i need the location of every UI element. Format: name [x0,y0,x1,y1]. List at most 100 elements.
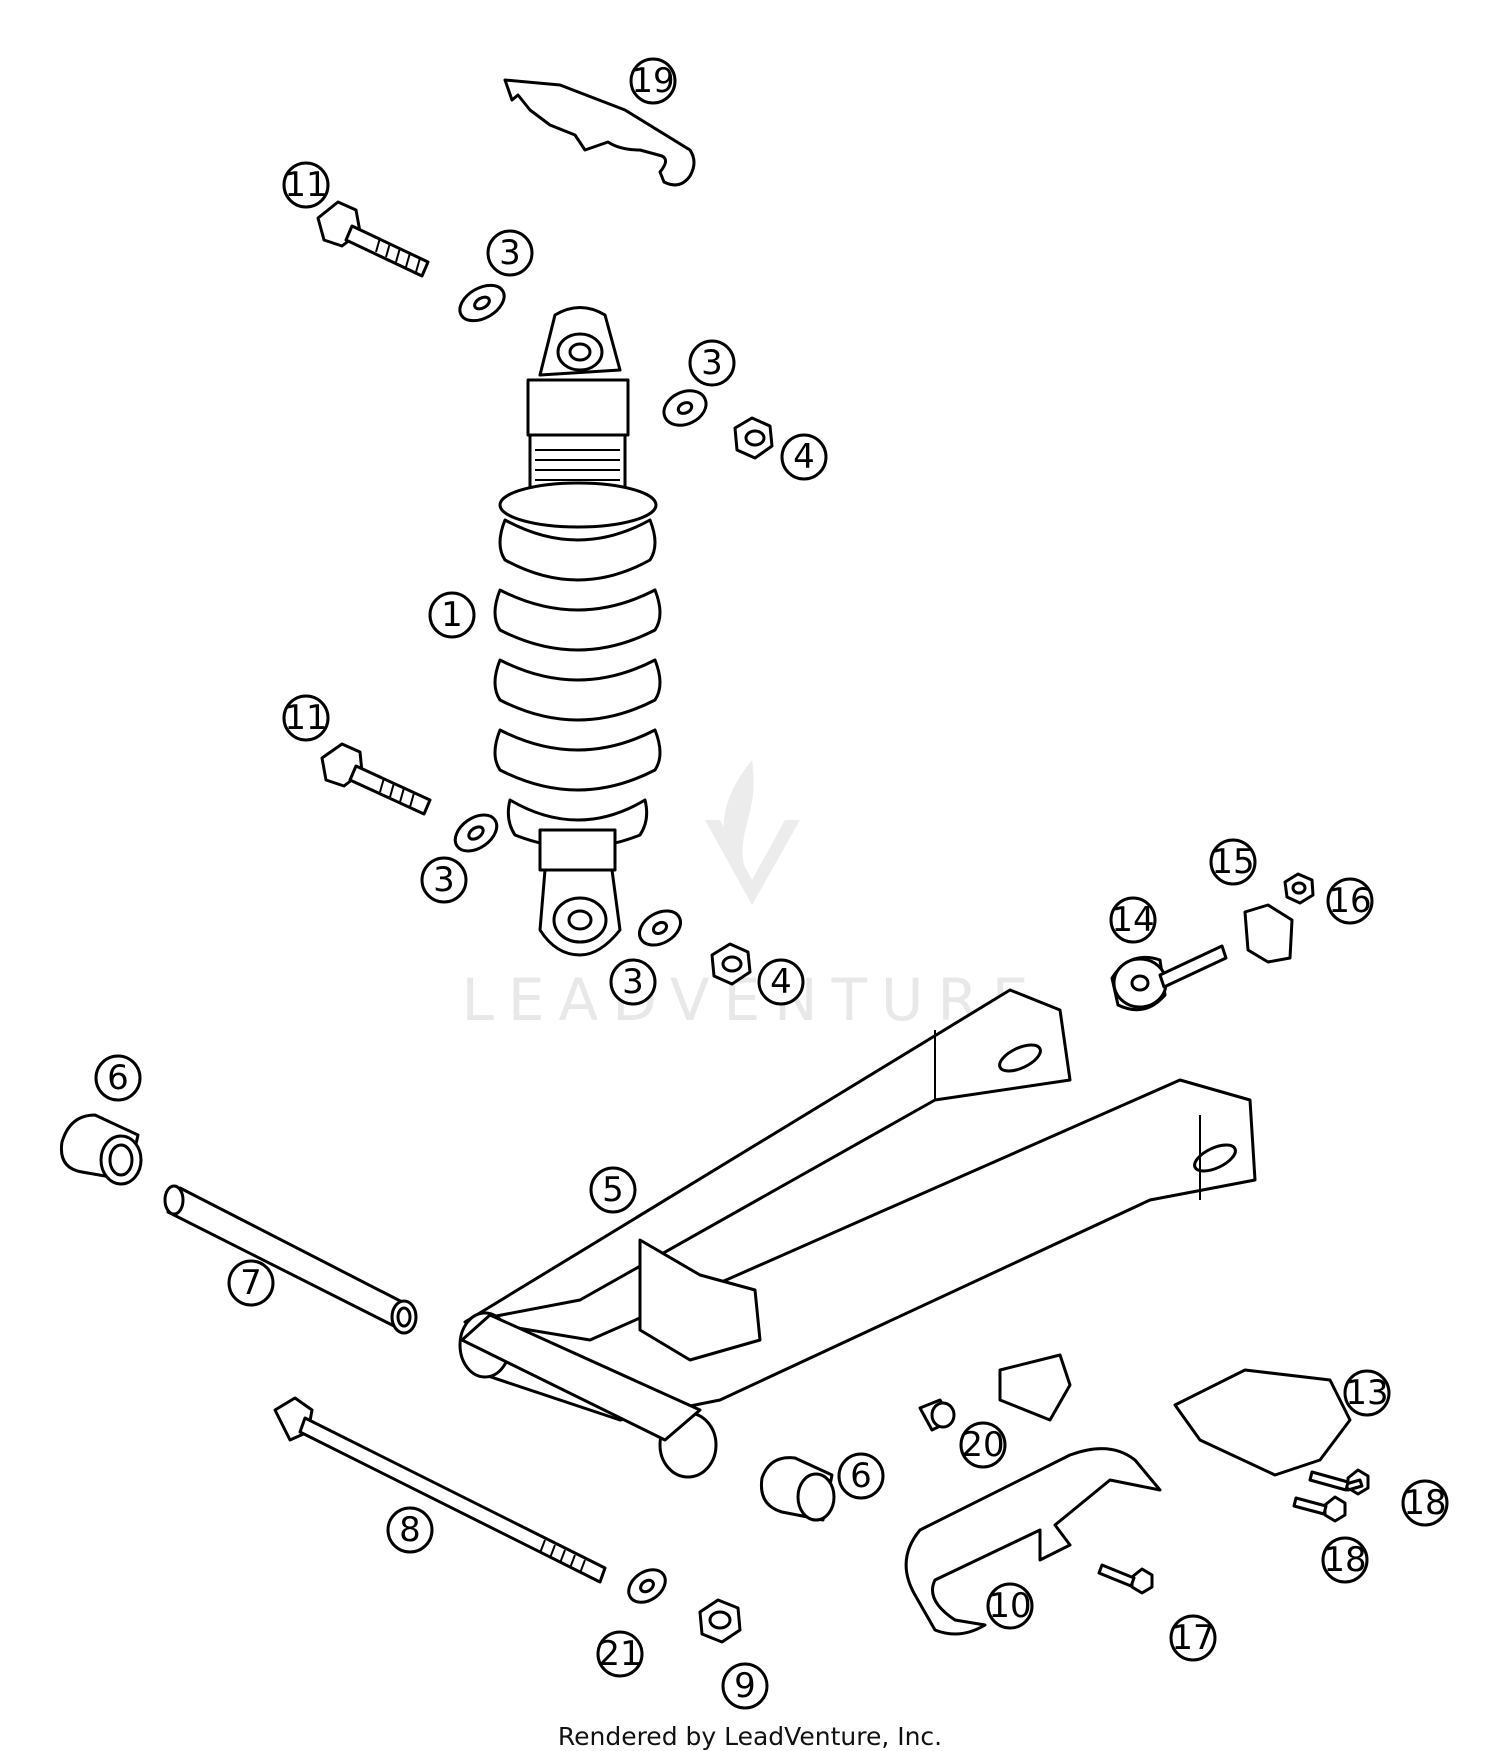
watermark-text: LEADVENTURE [462,966,1043,1034]
callout-label: 11 [284,698,327,738]
callout-circle [282,694,330,742]
callout-21: 21 [596,1630,644,1678]
axle-nut[interactable] [698,1598,742,1644]
callout-circle [428,591,476,639]
chain-adjuster-bolt[interactable] [1110,944,1228,1012]
callout-7: 7 [227,1259,275,1307]
nut-small[interactable] [1283,872,1315,905]
callout-3-upper-right: 3 [688,339,736,387]
callout-label: 6 [107,1058,129,1098]
callout-6-right: 6 [837,1452,885,1500]
upper-bolt[interactable] [316,200,430,278]
callout-label: 18 [1403,1483,1446,1523]
callout-18-lower: 18 [1321,1536,1369,1584]
clip-plate[interactable] [1243,903,1294,964]
small-bushing[interactable] [918,1398,956,1432]
bushing-right[interactable] [759,1456,836,1522]
callout-label: 11 [284,165,327,205]
callout-11-lower: 11 [282,694,330,742]
callout-9: 9 [721,1662,769,1710]
callout-circle [94,1054,142,1102]
callout-circle [986,1582,1034,1630]
callout-label: 3 [499,233,521,273]
callout-circle [1109,896,1157,944]
callout-circle [688,339,736,387]
washer-axle[interactable] [623,1563,672,1609]
chain-guard[interactable] [1173,1368,1352,1477]
callout-label: 17 [1171,1618,1214,1658]
callout-circle [420,856,468,904]
callout-17: 17 [1169,1614,1217,1662]
washer-lower-left[interactable] [449,808,504,859]
callout-15: 15 [1209,838,1257,886]
callout-5: 5 [589,1166,637,1214]
callout-label: 9 [734,1666,756,1706]
callout-3-lower-right: 3 [609,958,657,1006]
callout-circle [1401,1479,1449,1527]
washer-upper-left[interactable] [454,278,511,328]
callout-label: 8 [399,1510,421,1550]
nut-lower[interactable] [710,942,752,986]
callout-16: 16 [1326,877,1374,925]
screw-slider[interactable] [1097,1563,1154,1595]
callout-label: 19 [631,61,674,101]
callout-circle [1326,877,1374,925]
callout-circle [1209,838,1257,886]
swingarm[interactable] [458,988,1257,1479]
callout-8: 8 [386,1506,434,1554]
callout-label: 18 [1323,1540,1366,1580]
callout-label: 16 [1328,881,1371,921]
callout-label: 15 [1211,842,1254,882]
shock-absorber[interactable] [493,306,662,957]
screw-lower[interactable] [1292,1495,1347,1523]
callout-circle [837,1452,885,1500]
callout-circle [780,433,828,481]
callout-circle [609,958,657,1006]
callout-19: 19 [629,57,677,105]
callout-1: 1 [428,591,476,639]
spacer-tube[interactable] [163,1184,418,1335]
screw-upper[interactable] [1308,1468,1370,1496]
callout-10: 10 [986,1582,1034,1630]
footer-credit: Rendered by LeadVenture, Inc. [557,1722,943,1751]
callout-circle [1343,1369,1391,1417]
callout-label: 5 [602,1170,624,1210]
callout-circle [589,1166,637,1214]
callout-circle [757,958,805,1006]
callout-label: 20 [961,1425,1004,1465]
lower-bolt[interactable] [320,742,432,816]
callout-13: 13 [1343,1369,1391,1417]
callout-label: 10 [988,1586,1031,1626]
watermark: LEADVENTURE [462,760,1043,1034]
nut-upper[interactable] [733,416,774,460]
callout-label: 14 [1111,900,1154,940]
swingarm-axle[interactable] [273,1396,607,1584]
chain-slider[interactable] [904,1447,1162,1636]
callout-20: 20 [959,1421,1007,1469]
callout-circle [386,1506,434,1554]
leadventure-flame-logo [705,760,800,905]
callout-label: 4 [770,962,792,1002]
callout-circle [596,1630,644,1678]
callout-4-lower: 4 [757,958,805,1006]
callout-label: 13 [1345,1373,1388,1413]
callout-3-lower-left: 3 [420,856,468,904]
callout-14: 14 [1109,896,1157,944]
callout-circle [282,161,330,209]
washer-lower-right[interactable] [633,904,686,952]
bushing-left[interactable] [59,1113,143,1186]
spanner-wrench[interactable] [503,78,696,187]
callout-label: 3 [701,343,723,383]
washer-upper-right[interactable] [658,384,711,432]
callout-circle [1169,1614,1217,1662]
callout-circle [1321,1536,1369,1584]
callout-label: 3 [433,860,455,900]
callout-label: 6 [850,1456,872,1496]
callout-4-upper: 4 [780,433,828,481]
callout-circle [227,1259,275,1307]
callout-6-left: 6 [94,1054,142,1102]
callout-circle [486,229,534,277]
callout-label: 21 [598,1634,641,1674]
callout-circle [721,1662,769,1710]
